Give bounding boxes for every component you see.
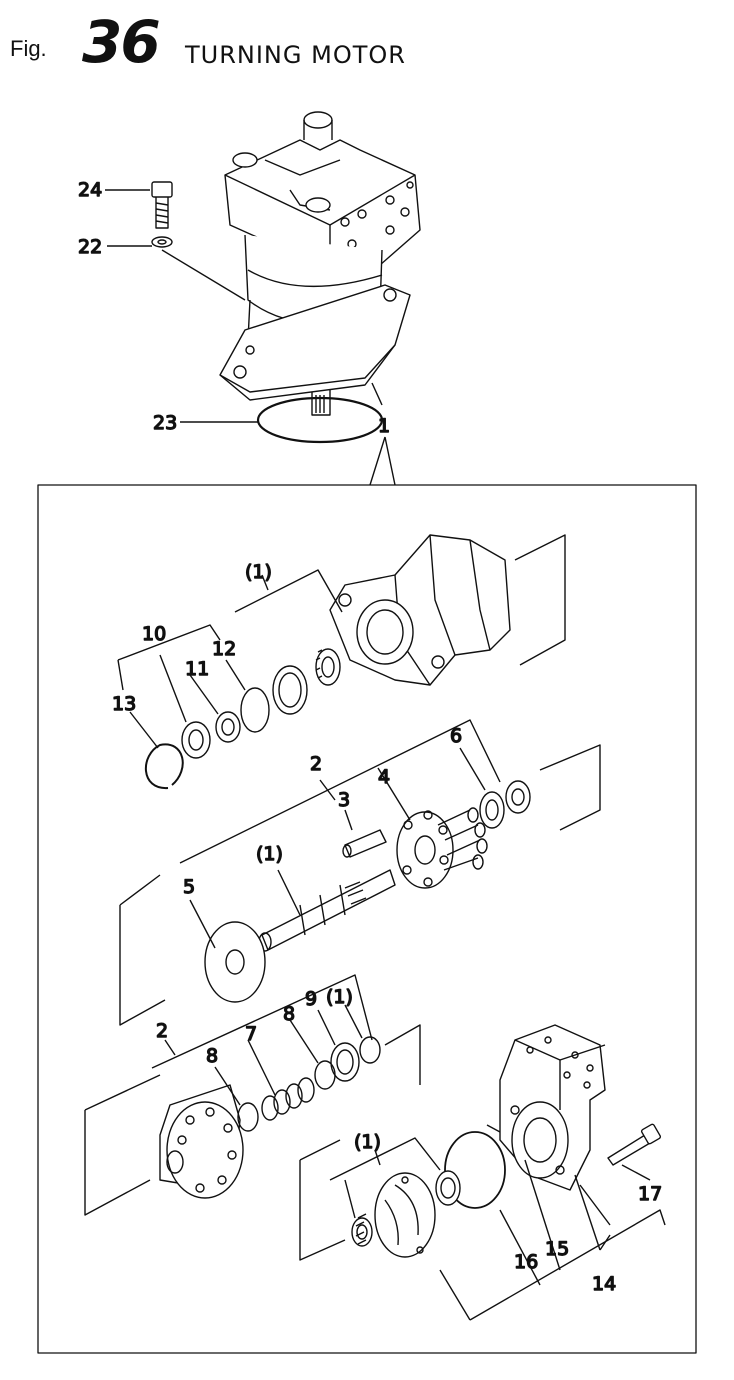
bearing-bottom bbox=[436, 1171, 460, 1205]
callout-11: 11 bbox=[185, 658, 209, 680]
callout-2b: 2 bbox=[156, 1020, 168, 1042]
callout-8b: 8 bbox=[206, 1045, 218, 1067]
callout-4: 4 bbox=[378, 766, 390, 788]
callout-5: 5 bbox=[183, 876, 195, 898]
drive-shaft bbox=[259, 870, 395, 951]
callout-1d: (1) bbox=[354, 1131, 381, 1153]
callout-8a: 8 bbox=[283, 1003, 295, 1025]
piston-set-4 bbox=[397, 808, 487, 888]
callout-15: 15 bbox=[545, 1238, 569, 1260]
callout-14: 14 bbox=[592, 1273, 616, 1295]
callout-2a: 2 bbox=[310, 753, 322, 775]
washer-22 bbox=[152, 237, 172, 247]
callout-22: 22 bbox=[78, 236, 102, 258]
callout-23: 23 bbox=[153, 412, 177, 434]
seal-12 bbox=[273, 666, 307, 714]
ring-9 bbox=[331, 1043, 359, 1081]
callout-6: 6 bbox=[450, 725, 462, 747]
oring-small bbox=[241, 688, 269, 732]
callout-1c: (1) bbox=[326, 986, 353, 1008]
turning-motor-assembly bbox=[220, 112, 420, 442]
valve-plate bbox=[375, 1173, 435, 1257]
motor-housing bbox=[330, 535, 510, 685]
callout-9: 9 bbox=[305, 988, 317, 1010]
callout-16: 16 bbox=[514, 1251, 538, 1273]
bearing-top bbox=[316, 649, 340, 685]
plate-5 bbox=[205, 922, 265, 1002]
callout-12: 12 bbox=[212, 638, 236, 660]
callout-24: 24 bbox=[78, 179, 102, 201]
pin-15 bbox=[487, 1125, 500, 1132]
seal-10 bbox=[182, 722, 210, 758]
callout-7: 7 bbox=[245, 1023, 257, 1045]
callout-1: 1 bbox=[378, 415, 390, 437]
ring-8-lower bbox=[238, 1103, 258, 1131]
gear-bottom bbox=[352, 1214, 372, 1246]
ring-small-upper bbox=[360, 1037, 380, 1063]
bearing-6 bbox=[480, 781, 530, 828]
ring-8-upper bbox=[315, 1061, 335, 1089]
valve-housing-14 bbox=[500, 1025, 605, 1190]
snap-ring-13 bbox=[146, 744, 183, 788]
callout-1b: (1) bbox=[256, 843, 283, 865]
ring-11 bbox=[216, 712, 240, 742]
callout-1a: (1) bbox=[245, 561, 272, 583]
pin-3 bbox=[343, 830, 386, 857]
bolt-24 bbox=[152, 182, 172, 228]
callout-13: 13 bbox=[112, 693, 136, 715]
callout-17: 17 bbox=[638, 1183, 662, 1205]
cylinder-block-2 bbox=[160, 1085, 243, 1198]
bolt-17 bbox=[608, 1124, 661, 1165]
callout-10: 10 bbox=[142, 623, 166, 645]
callout-3: 3 bbox=[338, 789, 350, 811]
